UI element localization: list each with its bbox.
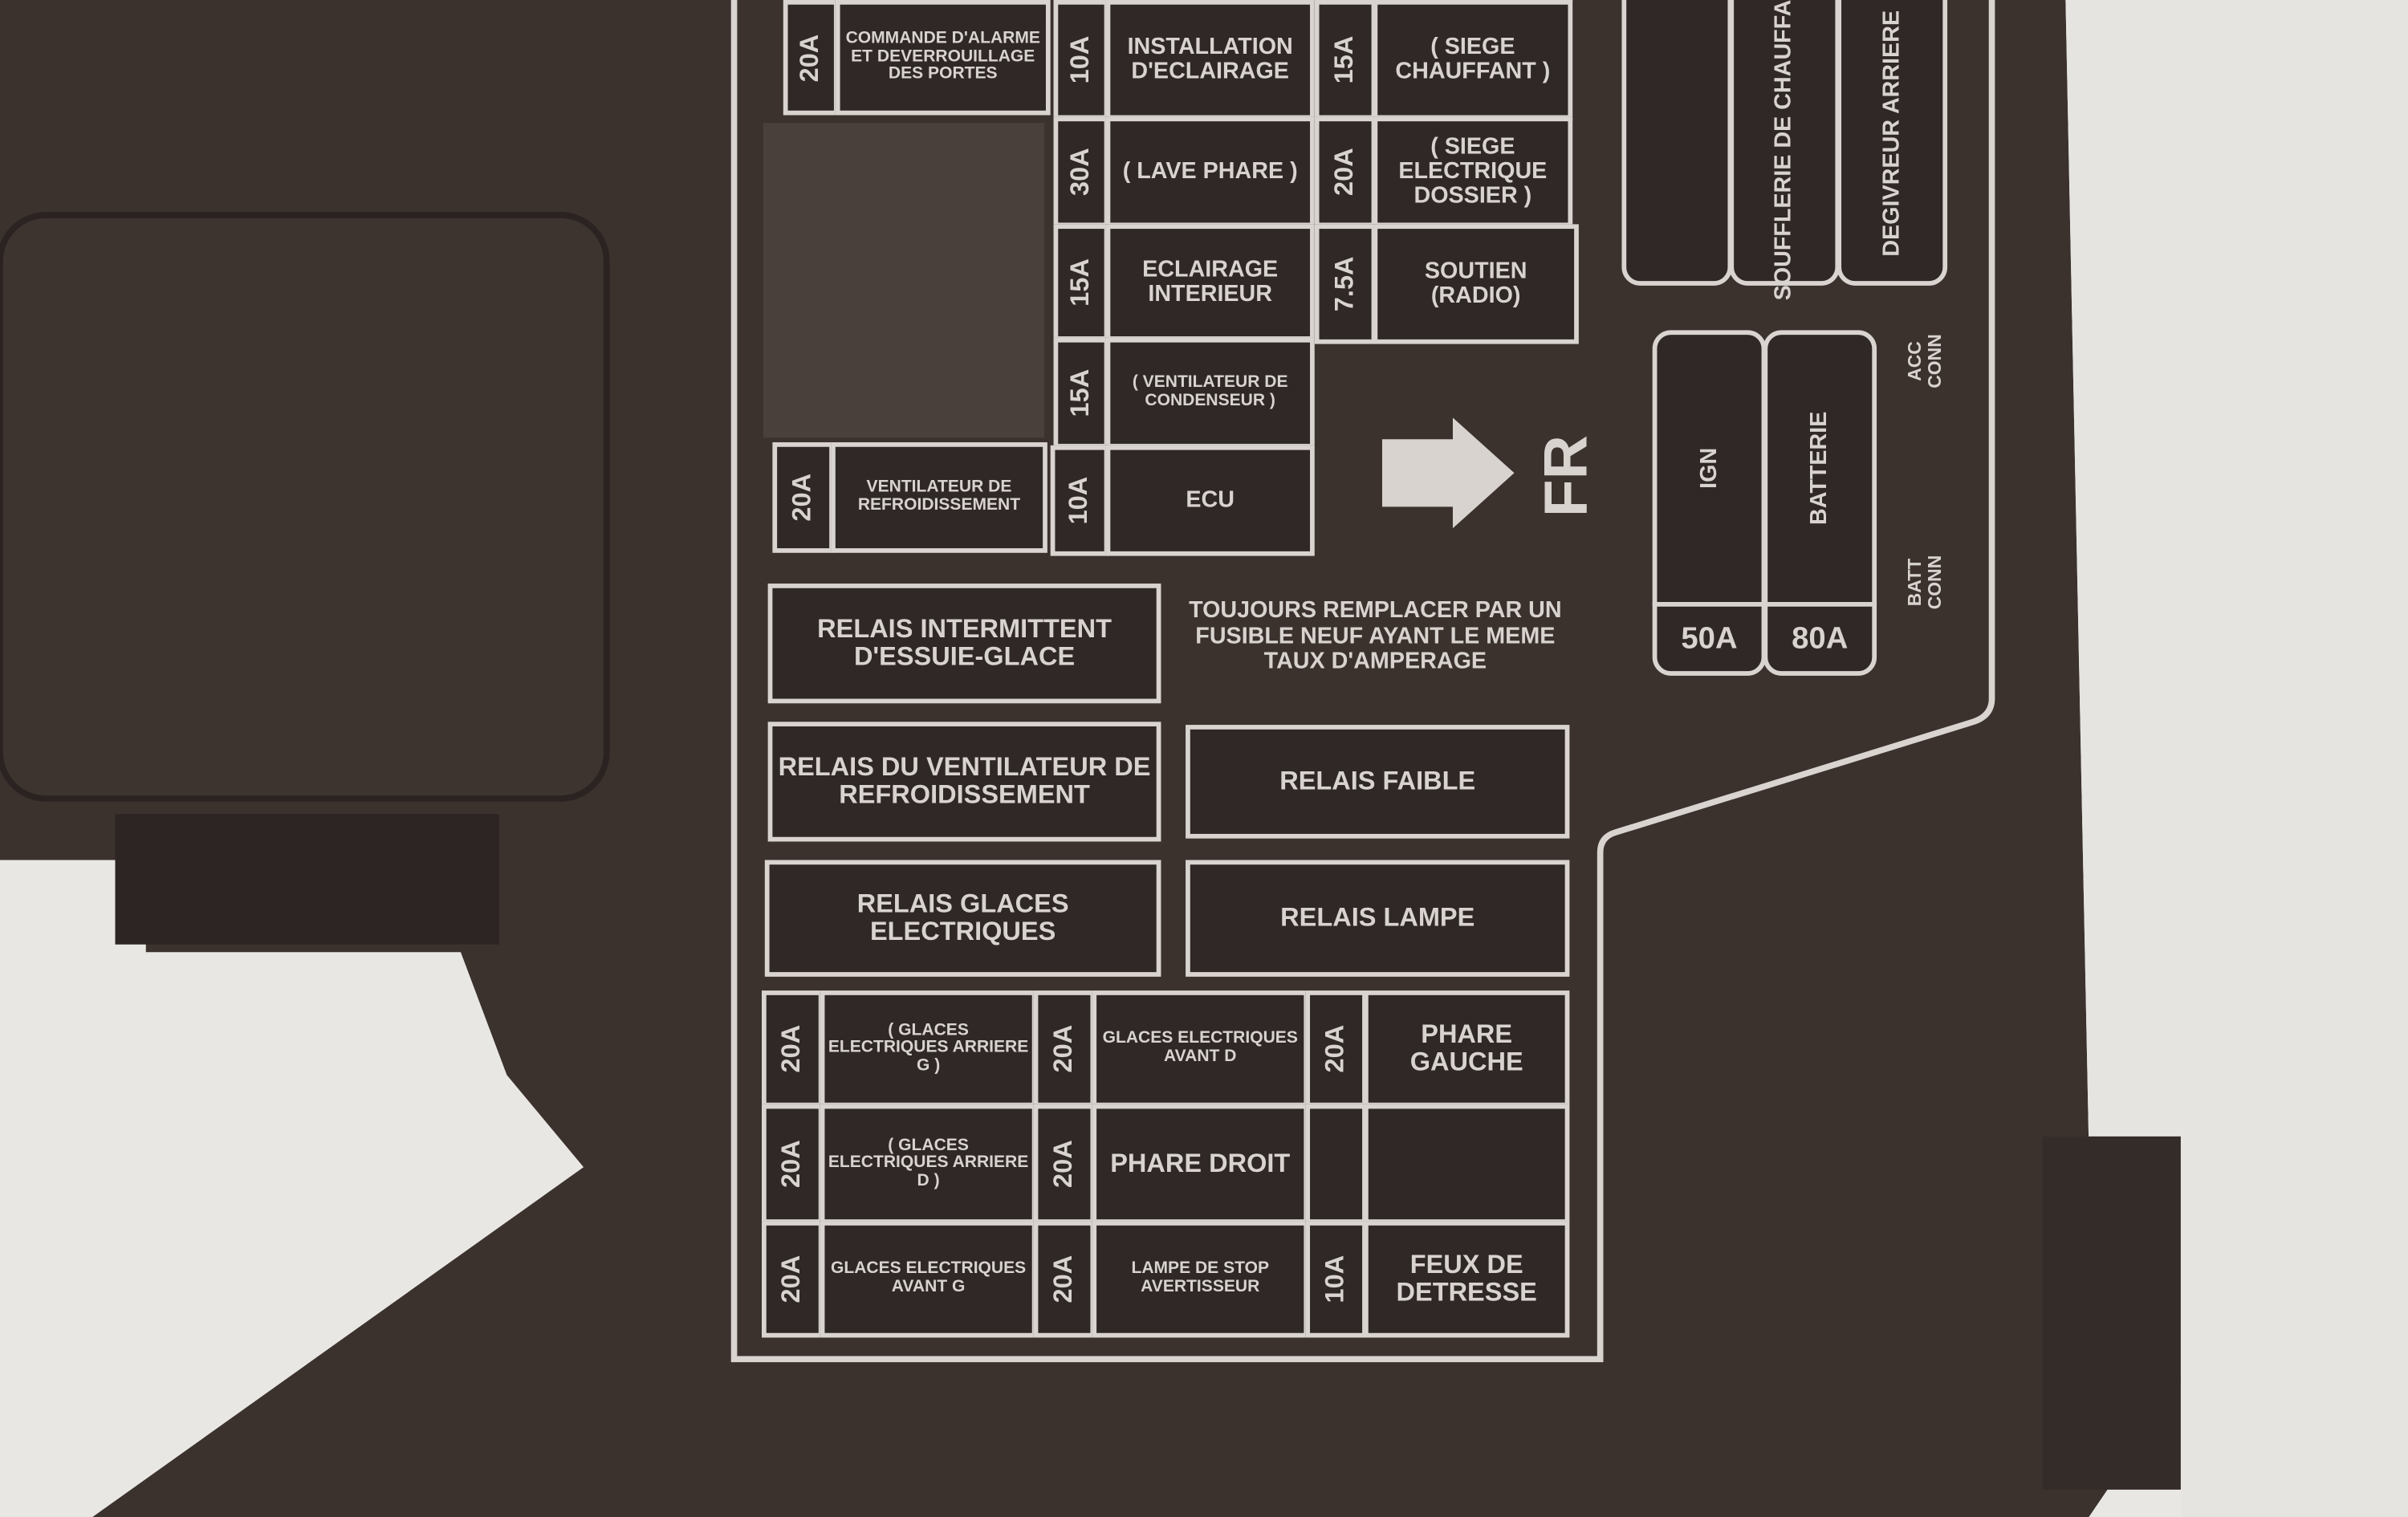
fuse-label: ( GLACES ELECTRIQUES ARRIERE D ): [820, 1104, 1037, 1224]
fuse-amp: 15A: [1053, 224, 1109, 341]
relay-power-windows: RELAIS GLACES ELECTRIQUES: [764, 860, 1161, 977]
fuse-amp: 20A: [761, 1221, 824, 1338]
fuse-slot-empty: [1305, 1104, 1367, 1224]
fuse-label: ( GLACES ELECTRIQUES ARRIERE G ): [820, 990, 1037, 1108]
fuse-label: FEUX DE DETRESSE: [1364, 1221, 1570, 1338]
maxi-fuse-ign: IGN: [1652, 330, 1767, 607]
fuse-amp: 30A: [1053, 116, 1109, 228]
fuse-label: COMMANDE D'ALARME ET DEVERROUILLAGE DES …: [835, 0, 1051, 116]
fuse-amp: 15A: [1314, 0, 1377, 120]
fuse-label: ECLAIRAGE INTERIEUR: [1105, 224, 1315, 341]
maxi-fuse-battery: BATTERIE: [1763, 330, 1877, 607]
maxi-fuse-heater-blower: SOUFFLERIE DE CHAUFFAGE: [1729, 0, 1841, 301]
fuse-slot-empty: [1621, 0, 1733, 286]
relay-lamp: RELAIS LAMPE: [1186, 860, 1570, 977]
fuse-label: ( VENTILATEUR DE CONDENSEUR ): [1105, 337, 1315, 449]
fuse-label: ( SIEGE CHAUFFANT ): [1373, 0, 1573, 120]
fuse-amp: 20A: [761, 990, 824, 1108]
fuse-label: ECU: [1105, 445, 1315, 556]
notice-text: TOUJOURS REMPLACER PAR UN FUSIBLE NEUF A…: [1189, 597, 1562, 674]
fuse-slot-empty: [1364, 1104, 1570, 1224]
fuse-label: PHARE GAUCHE: [1364, 990, 1570, 1108]
fuse-label: INSTALLATION D'ECLAIRAGE: [1105, 0, 1315, 120]
fuse-amp: 20A: [761, 1104, 824, 1224]
fuse-label: LAMPE DE STOP AVERTISSEUR: [1092, 1221, 1309, 1338]
relay-wiper: RELAIS INTERMITTENT D'ESSUIE-GLACE: [767, 584, 1161, 704]
fuse-label: GLACES ELECTRIQUES AVANT G: [820, 1221, 1037, 1338]
fuse-amp: 20A: [1305, 990, 1367, 1108]
fuse-label: ( SIEGE ELECTRIQUE DOSSIER ): [1373, 116, 1573, 228]
fuse-amp: 20A: [783, 0, 839, 116]
fuse-amp: 20A: [772, 442, 834, 553]
fuse-amp: 20A: [1033, 990, 1096, 1108]
fuse-amp: 10A: [1050, 445, 1109, 556]
fuse-label: PHARE DROIT: [1092, 1104, 1309, 1224]
fuse-amp: 15A: [1053, 337, 1109, 449]
fuse-amp: 10A: [1305, 1221, 1367, 1338]
fuse-label: ( LAVE PHARE ): [1105, 116, 1315, 228]
fuse-amp: 10A: [1053, 0, 1109, 120]
fuse-label: VENTILATEUR DE REFROIDISSEMENT: [831, 442, 1047, 553]
fuse-amp: 20A: [1033, 1221, 1096, 1338]
maxi-fuse-rear-defroster: DEGIVREUR ARRIERE: [1837, 0, 1948, 286]
direction-label: FR: [1532, 435, 1601, 518]
relay-cooling-fan: RELAIS DU VENTILATEUR DE REFROIDISSEMENT: [767, 722, 1161, 842]
fuse-label: SOUTIEN (RADIO): [1373, 224, 1579, 344]
fuse-label: GLACES ELECTRIQUES AVANT D: [1092, 990, 1309, 1108]
relay-low: RELAIS FAIBLE: [1186, 725, 1570, 839]
batt-connector-label: BATT CONN: [1904, 555, 1946, 610]
arrow-right-icon: [1381, 417, 1515, 529]
acc-connector-label: ACC CONN: [1904, 334, 1946, 388]
maxi-fuse-amp: 80A: [1763, 602, 1877, 676]
fuse-amp: 20A: [1033, 1104, 1096, 1224]
fuse-amp: 7.5A: [1314, 224, 1377, 344]
maxi-fuse-amp: 50A: [1652, 602, 1767, 676]
fuse-amp: 20A: [1314, 116, 1377, 228]
